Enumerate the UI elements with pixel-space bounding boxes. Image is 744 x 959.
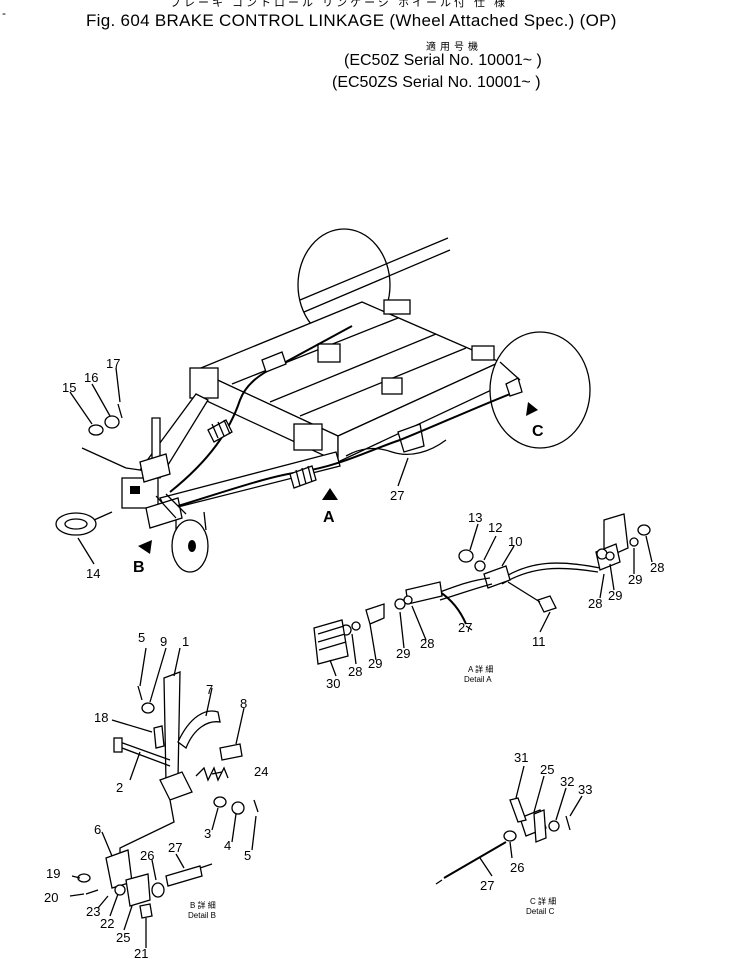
- callout-26-b: 26: [140, 848, 154, 863]
- callout-18: 18: [94, 710, 108, 725]
- callout-31: 31: [514, 750, 528, 765]
- serial-ec50zs: (EC50ZS Serial No. 10001~ ): [332, 74, 541, 91]
- callout-12: 12: [488, 520, 502, 535]
- callout-32: 32: [560, 774, 574, 789]
- callout-30: 30: [326, 676, 340, 691]
- rubber-boot: [313, 619, 349, 665]
- view-arrow-c: C: [526, 402, 544, 440]
- callout-7: 7: [206, 682, 213, 697]
- callout-25-c: 25: [540, 762, 554, 777]
- view-arrow-a: A: [322, 488, 338, 526]
- serial-ec50z: (EC50Z Serial No. 10001~ ): [344, 52, 542, 69]
- callout-8: 8: [240, 696, 247, 711]
- callout-15: 15: [62, 380, 76, 395]
- callout-28-a4: 28: [420, 636, 434, 651]
- view-arrow-b: B: [133, 540, 152, 576]
- callout-1: 1: [182, 634, 189, 649]
- main-callouts: 15 16 17 14 27: [62, 356, 409, 581]
- svg-text:B: B: [133, 559, 145, 576]
- japanese-title: ブレーキ コントロール リンケージ ホイール付 仕 様: [170, 0, 509, 9]
- svg-text:A: A: [323, 509, 335, 526]
- callout-29-a2: 29: [628, 572, 642, 587]
- callout-4: 4: [224, 838, 231, 853]
- callout-24: 24: [254, 764, 268, 779]
- hitch-hardware: [69, 367, 141, 471]
- margin-mark: -: [2, 6, 6, 20]
- detail-b: 5 9 1 7 8 18 2 24 3 4 5 6 19 20 23 22 25…: [44, 630, 268, 959]
- chassis-assembly: [55, 228, 591, 573]
- callout-9: 9: [160, 634, 167, 649]
- detail-a: 13 12 10 11 27 28 29 29 28 30 28 29 29 2…: [313, 510, 664, 691]
- detail-c: 31 25 32 33 26 27 C 詳 細 Detail C: [435, 750, 592, 916]
- callout-3: 3: [204, 826, 211, 841]
- rear-right-wheel: [489, 331, 591, 449]
- callout-27-main: 27: [390, 488, 404, 503]
- callout-29-a3: 29: [368, 656, 382, 671]
- callout-28-a2: 28: [650, 560, 664, 575]
- callout-27-detail-a: 27: [458, 620, 472, 635]
- callout-28-a3: 28: [348, 664, 362, 679]
- lever-detail: [163, 671, 181, 783]
- detail-a-jp: A 詳 細: [468, 664, 493, 674]
- callout-5-upper: 5: [138, 630, 145, 645]
- callout-22: 22: [100, 916, 114, 931]
- callout-26-c: 26: [510, 860, 524, 875]
- callout-10: 10: [508, 534, 522, 549]
- callout-13: 13: [468, 510, 482, 525]
- callout-2: 2: [116, 780, 123, 795]
- callout-21: 21: [134, 946, 148, 959]
- callout-27-detail-b: 27: [168, 840, 182, 855]
- detail-b-en: Detail B: [188, 911, 216, 920]
- detail-c-en: Detail C: [526, 907, 555, 916]
- callout-25-b: 25: [116, 930, 130, 945]
- callout-33: 33: [578, 782, 592, 797]
- callout-5-lower: 5: [244, 848, 251, 863]
- tow-eye: [55, 512, 97, 536]
- callout-27-detail-c: 27: [480, 878, 494, 893]
- callout-29-a1: 29: [608, 588, 622, 603]
- brake-cable-upper: [169, 363, 283, 493]
- callout-6: 6: [94, 822, 101, 837]
- callout-23: 23: [86, 904, 100, 919]
- callout-19: 19: [46, 866, 60, 881]
- callout-28-a1: 28: [588, 596, 602, 611]
- detail-a-en: Detail A: [464, 675, 492, 684]
- detail-b-jp: B 詳 細: [190, 900, 216, 910]
- callout-17: 17: [106, 356, 120, 371]
- callout-20: 20: [44, 890, 58, 905]
- callout-29-a4: 29: [396, 646, 410, 661]
- callout-14: 14: [86, 566, 100, 581]
- detail-c-jp: C 詳 細: [530, 896, 556, 906]
- frame-bracket: [317, 343, 341, 363]
- svg-text:C: C: [532, 423, 544, 440]
- figure-title: Fig. 604 BRAKE CONTROL LINKAGE (Wheel At…: [86, 11, 617, 30]
- japanese-applicable-label: 適用号機: [426, 42, 482, 53]
- callout-16: 16: [84, 370, 98, 385]
- callout-11: 11: [532, 634, 546, 649]
